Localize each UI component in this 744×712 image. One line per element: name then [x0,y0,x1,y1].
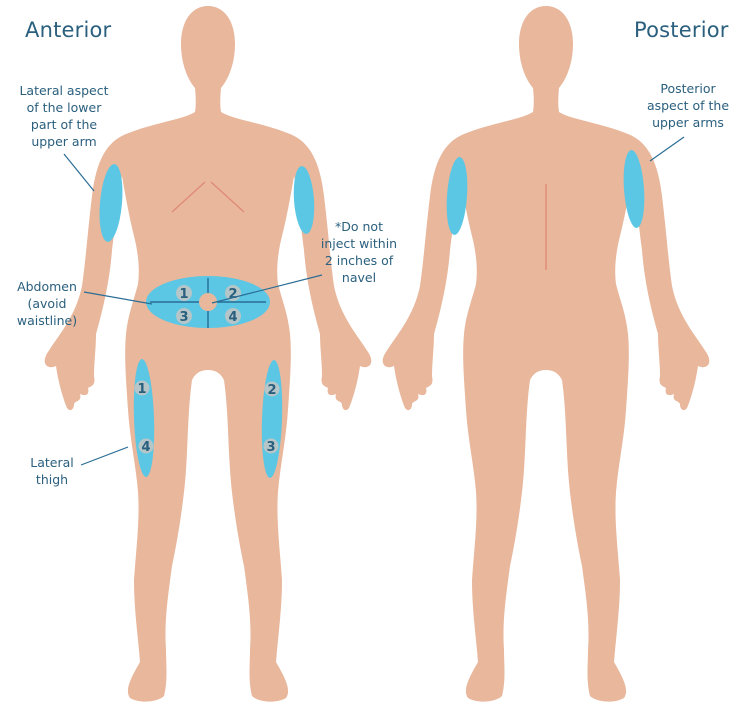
label-lateral-thigh: Lateral thigh [12,454,92,488]
abdomen-number-4: 4 [228,310,237,325]
label-lateral-upper-arm: Lateral aspect of the lower part of the … [8,82,120,150]
abdomen-number-3: 3 [179,310,188,325]
label-posterior-upper-arms: Posterior aspect of the upper arms [634,80,742,131]
anterior-title: Anterior [25,18,111,42]
left-thigh-number-4: 4 [141,440,150,455]
label-navel-warning: *Do not inject within 2 inches of navel [308,218,410,286]
leader-posterior-arm [650,137,684,161]
right-thigh-number-3: 3 [266,440,275,455]
leader-upper-arm [64,154,94,191]
abdomen-number-2: 2 [228,287,237,302]
abdomen-number-1: 1 [179,287,188,302]
posterior-title: Posterior [634,18,729,42]
label-abdomen: Abdomen (avoid waistline) [4,278,90,329]
right-thigh-number-2: 2 [267,383,276,398]
left-thigh-number-1: 1 [137,382,146,397]
